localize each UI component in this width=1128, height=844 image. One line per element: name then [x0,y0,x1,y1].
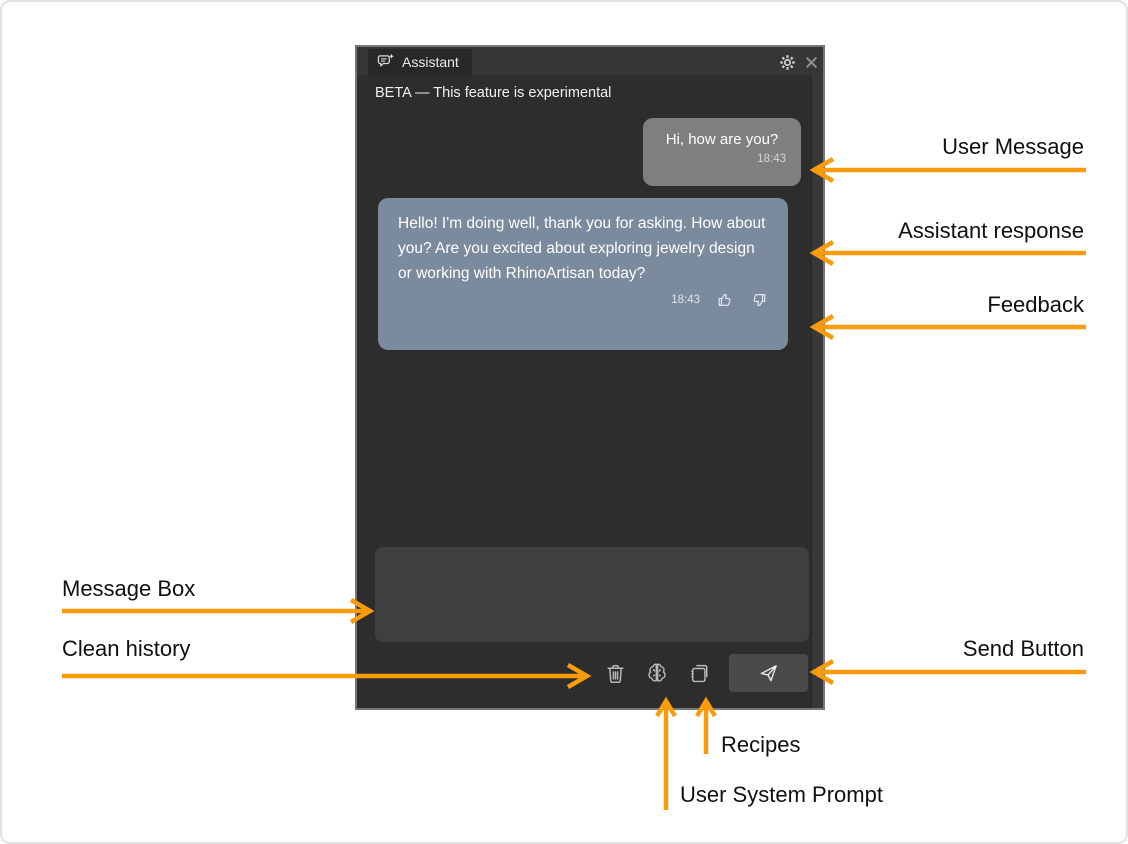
assistant-response-label: Assistant response [898,218,1084,243]
recipes-label: Recipes [721,732,801,757]
user-message-bubble: Hi, how are you? 18:43 [643,118,801,186]
assistant-response-arrow [806,238,1088,268]
send-button-label: Send Button [962,636,1084,661]
brain-icon[interactable] [645,661,669,685]
trash-icon[interactable] [603,661,627,685]
assistant-panel: Assistant BETA — This feature is experim… [355,45,825,710]
send-icon [758,663,779,684]
feedback-label: Feedback [987,292,1084,317]
user-message-arrow [806,155,1088,185]
user-message-label: User Message [942,134,1084,159]
user-message-time: 18:43 [757,153,786,165]
send-button-arrow [806,657,1088,687]
user-system-prompt-arrow [654,694,678,812]
message-box-label: Message Box [62,576,196,601]
scrollbar-track[interactable] [811,75,823,708]
chat-plus-icon [376,53,395,72]
message-box-arrow [60,596,378,626]
gear-icon[interactable] [777,52,797,72]
feedback-row: 18:43 [398,291,768,309]
user-system-prompt-label: User System Prompt [680,782,883,807]
beta-notice: BETA — This feature is experimental [375,85,612,101]
assistant-message-bubble: Hello! I'm doing well, thank you for ask… [378,198,788,350]
thumbs-up-icon[interactable] [716,291,734,309]
send-button[interactable] [729,654,808,692]
clean-history-label: Clean history [62,636,191,661]
feedback-arrow [806,312,1088,342]
user-message-text: Hi, how are you? [665,131,779,148]
close-icon[interactable] [802,53,820,71]
tab-assistant[interactable]: Assistant [368,49,472,75]
message-input[interactable] [375,547,809,642]
composer-toolbar [603,654,808,692]
clean-history-arrow [60,661,595,691]
assistant-message-text: Hello! I'm doing well, thank you for ask… [398,215,766,282]
recipes-icon[interactable] [687,661,711,685]
recipes-arrow [694,694,718,756]
thumbs-down-icon[interactable] [750,291,768,309]
assistant-message-time: 18:43 [671,294,700,306]
panel-titlebar: Assistant [357,47,823,75]
tab-label: Assistant [402,54,459,70]
